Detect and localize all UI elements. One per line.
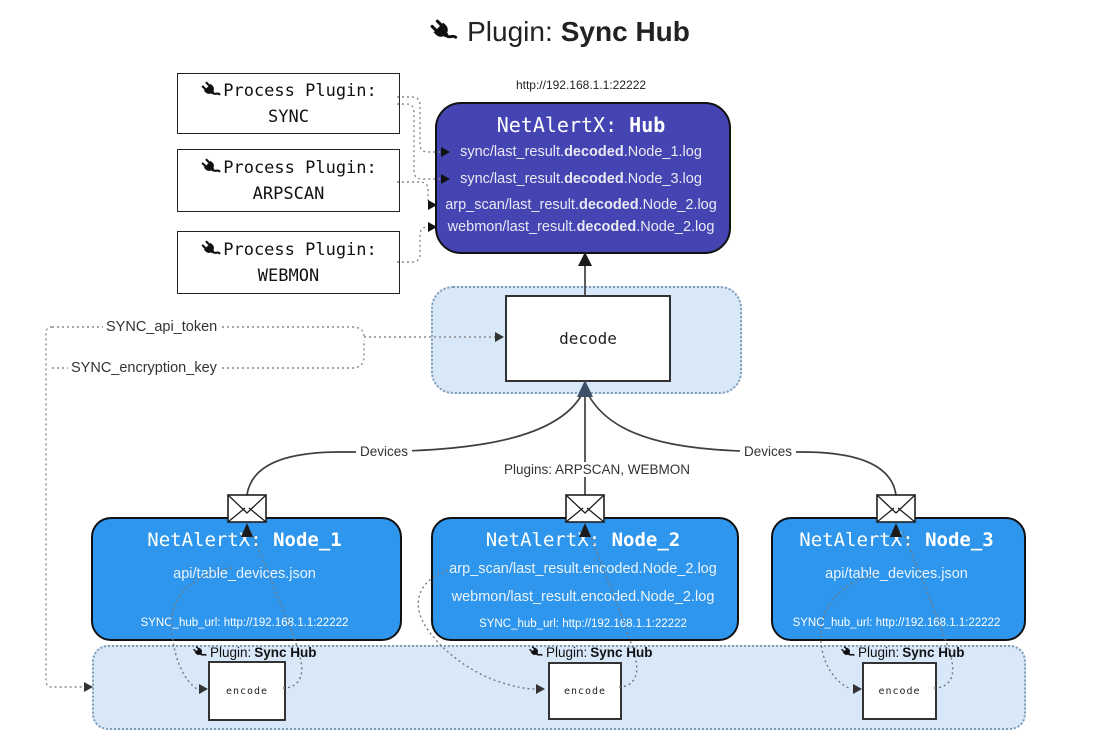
- hub-log-line: sync/last_result.decoded.Node_3.log: [460, 171, 702, 187]
- node-hub-url: SYNC_hub_url: http://192.168.1.1:22222: [792, 617, 1001, 629]
- encode-box: encode: [862, 662, 937, 720]
- hub-title: NetAlertX: Hub: [435, 113, 727, 137]
- plug-icon: [192, 645, 207, 660]
- edge-label-devices-right: Devices: [740, 444, 797, 459]
- node-box-node-1: [91, 517, 402, 641]
- hub-log-line: webmon/last_result.decoded.Node_2.log: [447, 219, 715, 235]
- node-log-line: api/table_devices.json: [173, 566, 316, 582]
- hub-in-arrow: [578, 252, 592, 266]
- hub-title-bold: Hub: [629, 113, 666, 137]
- encoder-label: Plugin: Sync Hub: [840, 645, 965, 660]
- node-hub-url: SYNC_hub_url: http://192.168.1.1:22222: [479, 618, 687, 630]
- hub-url: http://192.168.1.1:22222: [515, 78, 647, 92]
- hub-log-line: arp_scan/last_result.decoded.Node_2.log: [445, 197, 717, 213]
- process-plugin-box-sync: Process Plugin: SYNC: [177, 73, 400, 134]
- process-plugin-name: WEBMON: [257, 265, 320, 286]
- page-title: Plugin: Sync Hub: [0, 16, 1117, 48]
- process-plugin-label: Process Plugin:: [223, 80, 377, 101]
- settings-label-encryption-key: SYNC_encryption_key: [68, 360, 220, 376]
- page-title-prefix: Plugin:: [467, 16, 553, 47]
- decode-box: decode: [505, 295, 671, 382]
- plug-icon: [528, 645, 543, 660]
- page-title-bold: Sync Hub: [560, 16, 690, 47]
- node-title: NetAlertX: Node_3: [799, 529, 994, 551]
- edge-label-plugins: Plugins: ARPSCAN, WEBMON: [500, 462, 695, 477]
- devices-edges: [246, 395, 897, 496]
- decode-label: decode: [559, 329, 617, 348]
- encode-box: encode: [208, 661, 286, 721]
- settings-label-api-token: SYNC_api_token: [103, 319, 221, 335]
- process-plugin-box-arpscan: Process Plugin: ARPSCAN: [177, 149, 400, 212]
- process-plugin-name: SYNC: [268, 106, 309, 127]
- plug-icon: [200, 80, 222, 101]
- process-plugin-name: ARPSCAN: [252, 183, 325, 204]
- process-plugin-label: Process Plugin:: [223, 157, 377, 178]
- plug-icon: [427, 16, 459, 48]
- process-plugin-box-webmon: Process Plugin: WEBMON: [177, 231, 400, 294]
- hub-input-edges: [397, 96, 440, 263]
- encoder-label: Plugin: Sync Hub: [528, 645, 653, 660]
- node-title: NetAlertX: Node_1: [147, 529, 342, 551]
- node-box-node-3: [771, 517, 1026, 641]
- node-log-line: webmon/last_result.encoded.Node_2.log: [451, 589, 715, 605]
- edge-label-devices-left: Devices: [356, 444, 413, 459]
- encode-box: encode: [548, 662, 622, 720]
- hub-box: [435, 102, 731, 254]
- node-log-line: api/table_devices.json: [825, 566, 968, 582]
- plug-icon: [840, 645, 855, 660]
- hub-log-line: sync/last_result.decoded.Node_1.log: [460, 144, 702, 160]
- node-hub-url: SYNC_hub_url: http://192.168.1.1:22222: [140, 617, 349, 629]
- plug-icon: [200, 239, 222, 260]
- encoder-label: Plugin: Sync Hub: [192, 645, 317, 660]
- plug-icon: [200, 157, 222, 178]
- node-log-line: arp_scan/last_result.encoded.Node_2.log: [449, 561, 717, 577]
- hub-title-prefix: NetAlertX:: [496, 113, 630, 137]
- node-title: NetAlertX: Node_2: [485, 529, 681, 551]
- process-plugin-label: Process Plugin:: [223, 239, 377, 260]
